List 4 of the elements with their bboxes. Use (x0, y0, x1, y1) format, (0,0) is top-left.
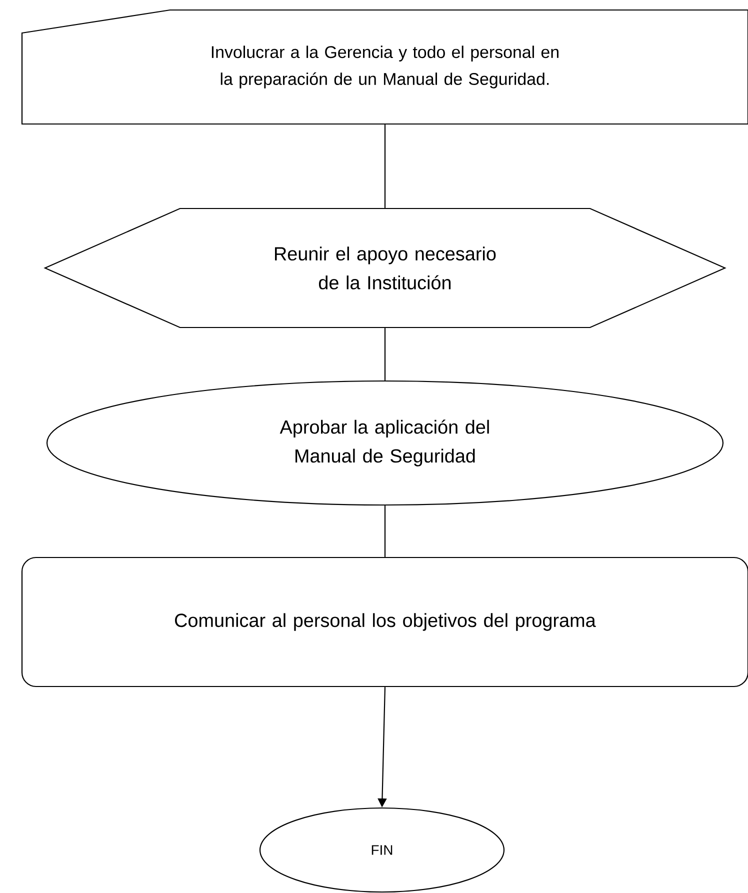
connector-line (384, 328, 386, 380)
connector-line (384, 124, 386, 208)
process-box: Comunicar al personal los objetivos del programa (21, 556, 748, 688)
connector-line (384, 506, 386, 557)
